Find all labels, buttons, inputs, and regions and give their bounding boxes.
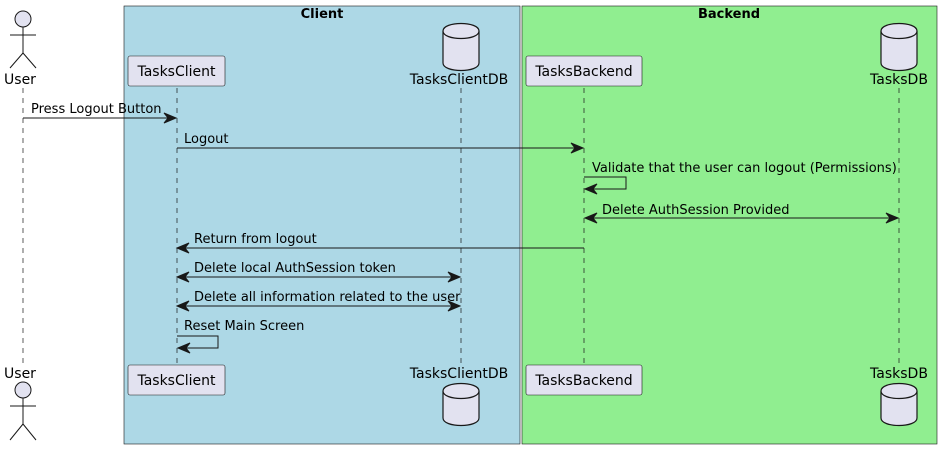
tasksclientdb-database-icon-top [442, 22, 480, 72]
tasksbackend-label-top: TasksBackend [534, 64, 632, 80]
message-label: Reset Main Screen [184, 319, 304, 334]
message-label: Press Logout Button [31, 102, 162, 117]
arrowhead [175, 300, 190, 312]
tasksclientdb-label-bottom: TasksClientDB [409, 366, 508, 382]
tasksbackend-label-bottom: TasksBackend [534, 373, 632, 389]
arrowhead [583, 212, 598, 224]
tasksdb-label-top: TasksDB [869, 72, 928, 88]
tasksclient-box-top [127, 55, 226, 87]
arrowhead [163, 112, 178, 124]
tasksbackend-box-top [525, 55, 643, 87]
arrowhead [175, 242, 190, 254]
arrowhead [885, 212, 900, 224]
tasksbackend-box-bottom [525, 364, 643, 396]
arrowhead [583, 183, 598, 195]
arrowhead [570, 142, 585, 154]
tasksdb-database-icon-top [880, 22, 918, 72]
message-arrow [177, 335, 219, 349]
user-actor-icon-top [9, 10, 37, 69]
tasksdb-label-bottom: TasksDB [869, 366, 928, 382]
user-label-top: User [4, 72, 36, 88]
tasksclient-label-bottom: TasksClient [136, 373, 216, 389]
message-label: Return from logout [194, 232, 317, 247]
tasksclient-label-top: TasksClient [136, 64, 216, 80]
tasksclientdb-database-icon-bottom [442, 382, 480, 427]
arrowhead [175, 271, 190, 283]
user-actor-icon-bottom [9, 381, 37, 441]
message-arrow [584, 176, 627, 190]
arrowhead [447, 271, 462, 283]
tasksdb-database-icon-bottom [880, 382, 918, 427]
message-label: Delete all information related to the us… [194, 290, 461, 305]
client-box-title: Client [301, 7, 344, 22]
arrowhead [176, 342, 191, 354]
arrowhead [447, 300, 462, 312]
tasksclientdb-label-top: TasksClientDB [409, 72, 508, 88]
message-label: Delete local AuthSession token [194, 261, 396, 276]
message-label: Logout [184, 132, 229, 147]
user-label-bottom: User [4, 366, 36, 382]
message-label: Delete AuthSession Provided [602, 203, 789, 218]
message-label: Validate that the user can logout (Permi… [592, 161, 897, 176]
backend-box-title: Backend [698, 7, 760, 22]
tasksclient-box-bottom [127, 364, 226, 396]
